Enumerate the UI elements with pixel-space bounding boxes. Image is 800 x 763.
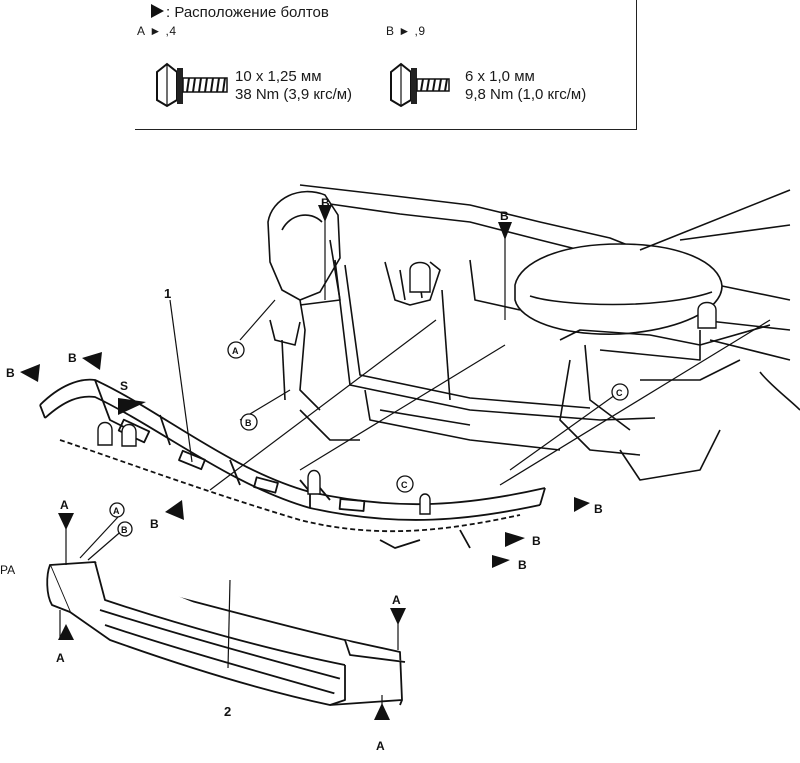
bumper-cover-part-1 <box>39 378 546 549</box>
bolt-label-b-right-1: B <box>594 502 603 516</box>
bolt-a-torque: 38 Nm (3,9 кгс/м) <box>235 86 353 103</box>
bolt-arrows <box>20 205 590 720</box>
circle-label-a-lower: A <box>113 506 120 516</box>
clip-label-s: S <box>120 379 128 393</box>
bolt-label-b-right-3: B <box>518 558 527 572</box>
bolt-label-a-top-left: A <box>60 498 69 512</box>
bumper-reinforcement-part-2 <box>46 561 406 706</box>
part-number-1: 1 <box>164 286 171 301</box>
bolt-b-icon <box>390 62 450 108</box>
circled-callouts <box>109 341 629 537</box>
bolt-label-b-center: B <box>150 517 159 531</box>
bolt-marker-icon <box>151 4 164 18</box>
bolt-b-size: 6 x 1,0 мм <box>465 68 535 85</box>
circle-label-c-right: C <box>616 388 623 398</box>
bolt-label-a-bottom-left: A <box>56 651 65 665</box>
bolt-label-b-top-left: B <box>321 196 330 210</box>
bolt-a-spec: 10 x 1,25 мм 38 Nm (3,9 кгс/м) <box>235 68 352 104</box>
bolt-a-count: А ► ,4 <box>137 24 177 38</box>
bolt-b-spec: 6 x 1,0 мм 9,8 Nm (1,0 кгс/м) <box>465 68 586 104</box>
bolt-label-a-bottom-right: A <box>376 739 385 753</box>
bolt-label-a-top-right: A <box>392 593 401 607</box>
body-structure <box>267 184 800 481</box>
diagram-labels: 1 2 B B B B B B B B S A A A A A B C C A … <box>0 196 623 753</box>
leader-lines <box>59 210 771 720</box>
clip-symbols <box>97 261 717 515</box>
circle-label-a-upper: A <box>232 346 239 356</box>
bolt-label-b-top-right: B <box>500 209 509 223</box>
edge-text: PA <box>0 563 15 577</box>
bolt-label-b-left-upper: B <box>68 351 77 365</box>
bolt-a-icon <box>156 62 228 108</box>
part-number-2: 2 <box>224 704 231 719</box>
bolt-b-torque: 9,8 Nm (1,0 кгс/м) <box>465 86 587 103</box>
bolt-a-size: 10 x 1,25 мм <box>235 68 322 85</box>
circle-label-c-center: C <box>401 480 408 490</box>
bolt-b-count: В ► ,9 <box>386 24 426 38</box>
circle-label-b-upper: B <box>245 418 252 428</box>
legend-title: : Расположение болтов <box>166 4 329 21</box>
bolt-legend: : Расположение болтов А ► ,4 В ► ,9 10 x… <box>135 0 637 130</box>
legend-title-row: : Расположение болтов <box>151 4 329 21</box>
bolt-label-b-left: B <box>6 366 15 380</box>
bolt-label-b-right-2: B <box>532 534 541 548</box>
circle-label-b-lower: B <box>121 525 128 535</box>
